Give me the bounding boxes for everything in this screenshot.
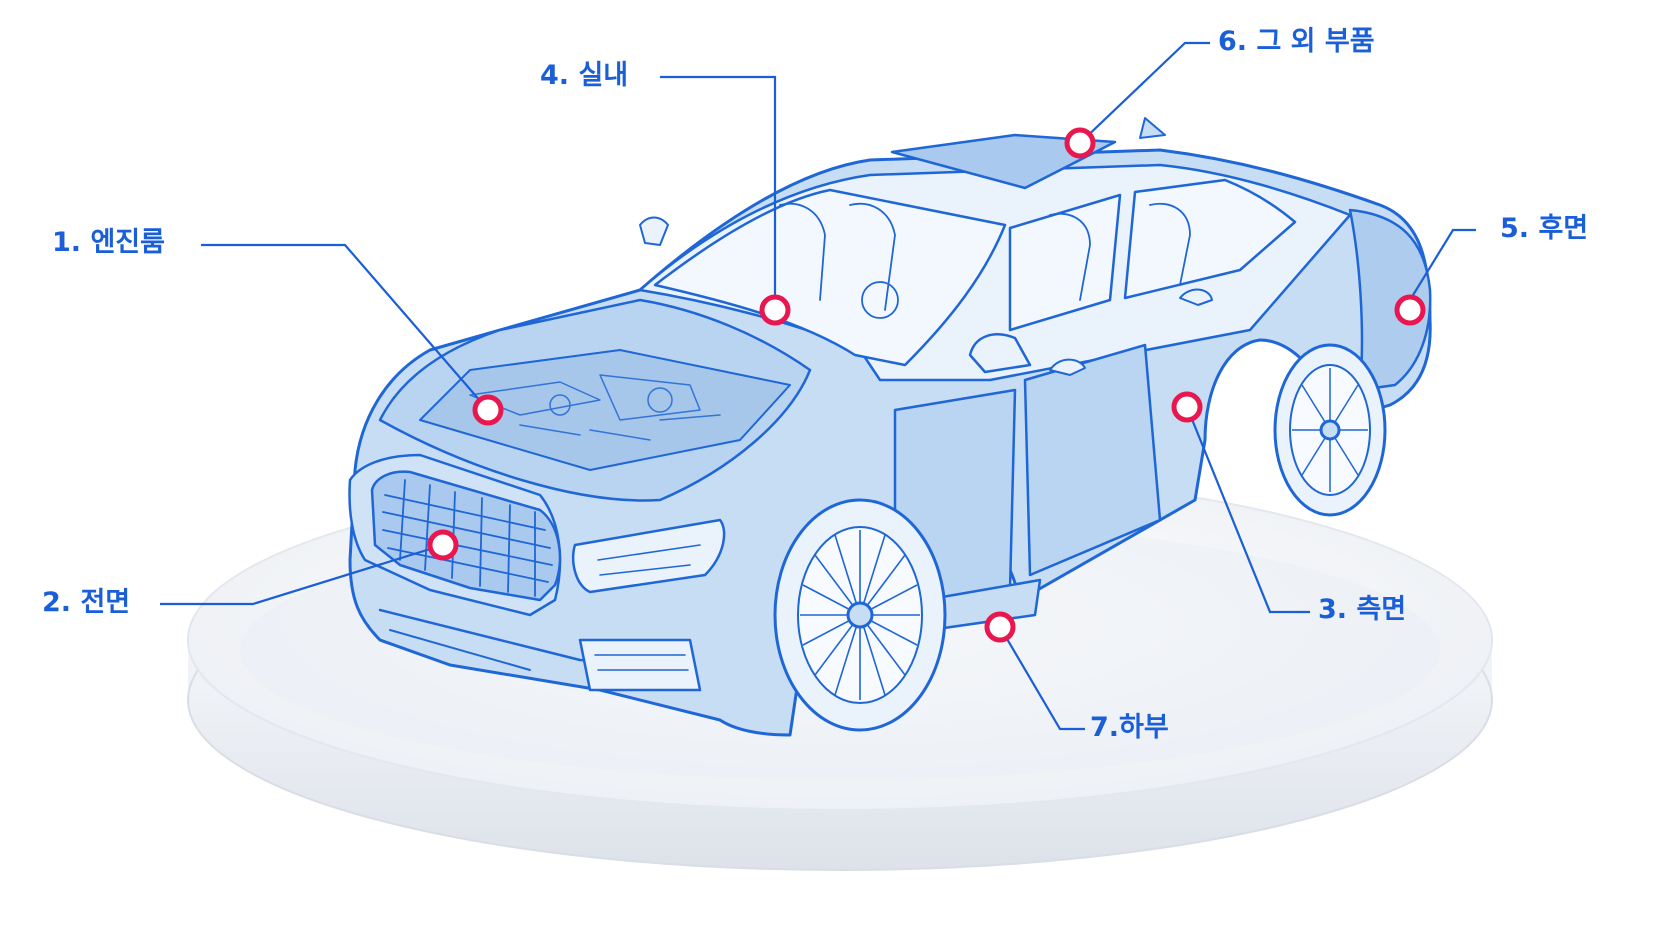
interior-label[interactable]: 4. 실내 xyxy=(540,60,629,91)
leader-lines xyxy=(160,41,1476,731)
side-label[interactable]: 3. 측면 xyxy=(1318,594,1407,625)
car-body xyxy=(348,117,1432,737)
other-parts-hotspot[interactable] xyxy=(1064,127,1096,159)
underbody-hotspot[interactable] xyxy=(984,611,1016,643)
rear-wheel xyxy=(1273,343,1387,517)
engine-room-hotspot[interactable] xyxy=(472,394,504,426)
engine-room-label[interactable]: 1. 엔진룸 xyxy=(52,227,165,258)
front-wheel xyxy=(773,498,947,732)
underbody-label[interactable]: 7.하부 xyxy=(1090,712,1169,743)
other-parts-label[interactable]: 6. 그 외 부품 xyxy=(1218,26,1375,57)
front-hotspot[interactable] xyxy=(427,529,459,561)
front-label[interactable]: 2. 전면 xyxy=(42,587,131,618)
rear-label[interactable]: 5. 후면 xyxy=(1500,213,1589,244)
interior-hotspot[interactable] xyxy=(759,294,791,326)
rear-hotspot[interactable] xyxy=(1394,294,1426,326)
side-hotspot[interactable] xyxy=(1171,391,1203,423)
